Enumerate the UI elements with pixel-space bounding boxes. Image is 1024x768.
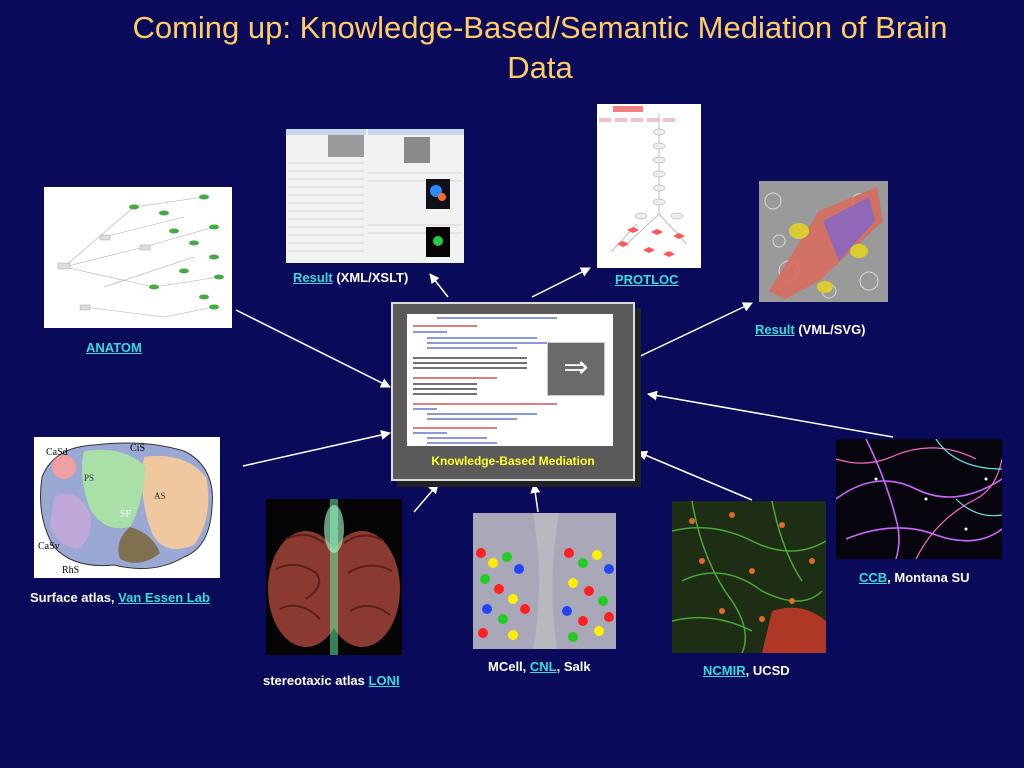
caption-surface-atlas: Surface atlas, Van Essen Lab: [30, 590, 210, 605]
arrow-from-ccb: [647, 390, 894, 438]
implies-button[interactable]: ⇒: [547, 342, 605, 396]
mcell-thumbnail: [473, 513, 616, 649]
ccb-thumbnail: [836, 439, 1002, 559]
caption-stereotaxic: stereotaxic atlas LONI: [263, 673, 400, 688]
protloc-link[interactable]: PROTLOC: [615, 272, 679, 287]
ncmir-thumbnail: [672, 501, 826, 653]
atlas-label-casv: CaSv: [38, 541, 60, 552]
atlas-label-rhs: RhS: [62, 565, 80, 576]
atlas-label-casd: CaSd: [46, 447, 68, 458]
arrow-to-result-xml: [429, 273, 449, 298]
atlas-label-as: AS: [154, 491, 166, 501]
surface-atlas-thumbnail: CaSd CiS CaSv RhS SF PS AS: [34, 437, 220, 578]
arrow-to-protloc: [531, 267, 591, 298]
caption-result-xml: Result (XML/XSLT): [293, 270, 409, 285]
result-xml-link[interactable]: Result: [293, 270, 333, 285]
van-essen-link[interactable]: Van Essen Lab: [118, 590, 210, 605]
atlas-label-sf: SF: [120, 509, 132, 520]
loni-link[interactable]: LONI: [368, 673, 400, 688]
caption-anatom: ANATOM: [86, 340, 142, 355]
arrow-from-anatom: [235, 309, 391, 388]
ncmir-link[interactable]: NCMIR: [703, 663, 746, 678]
caption-ncmir: NCMIR, UCSD: [703, 663, 790, 678]
arrow-from-surface: [242, 430, 391, 467]
arrow-to-result-vml: [631, 302, 753, 361]
arrow-from-stereo: [413, 483, 439, 513]
anatom-thumbnail: [44, 187, 232, 328]
ccb-link[interactable]: CCB: [859, 570, 888, 585]
result-xml-thumbnail: [286, 129, 464, 263]
atlas-label-cis: CiS: [130, 443, 146, 454]
stereotaxic-atlas-thumbnail: [266, 499, 402, 655]
result-vml-link[interactable]: Result: [755, 322, 795, 337]
caption-ccb: CCB, Montana SU: [859, 570, 970, 585]
caption-protloc: PROTLOC: [615, 272, 679, 287]
protloc-thumbnail: [597, 104, 701, 268]
arrow-from-mcell: [530, 483, 541, 513]
page-title: Coming up: Knowledge-Based/Semantic Medi…: [132, 10, 948, 85]
caption-result-vml: Result (VML/SVG): [755, 322, 866, 337]
anatom-link[interactable]: ANATOM: [86, 340, 142, 355]
center-label: Knowledge-Based Mediation: [431, 454, 595, 468]
knowledge-mediation-box: ⇒ Knowledge-Based Mediation: [391, 302, 635, 481]
atlas-label-ps: PS: [84, 473, 95, 483]
arrow-from-ncmir: [637, 450, 753, 501]
cnl-link[interactable]: CNL: [529, 659, 557, 674]
caption-mcell: MCell, CNL, Salk: [488, 659, 591, 674]
result-vml-thumbnail: [759, 181, 888, 302]
